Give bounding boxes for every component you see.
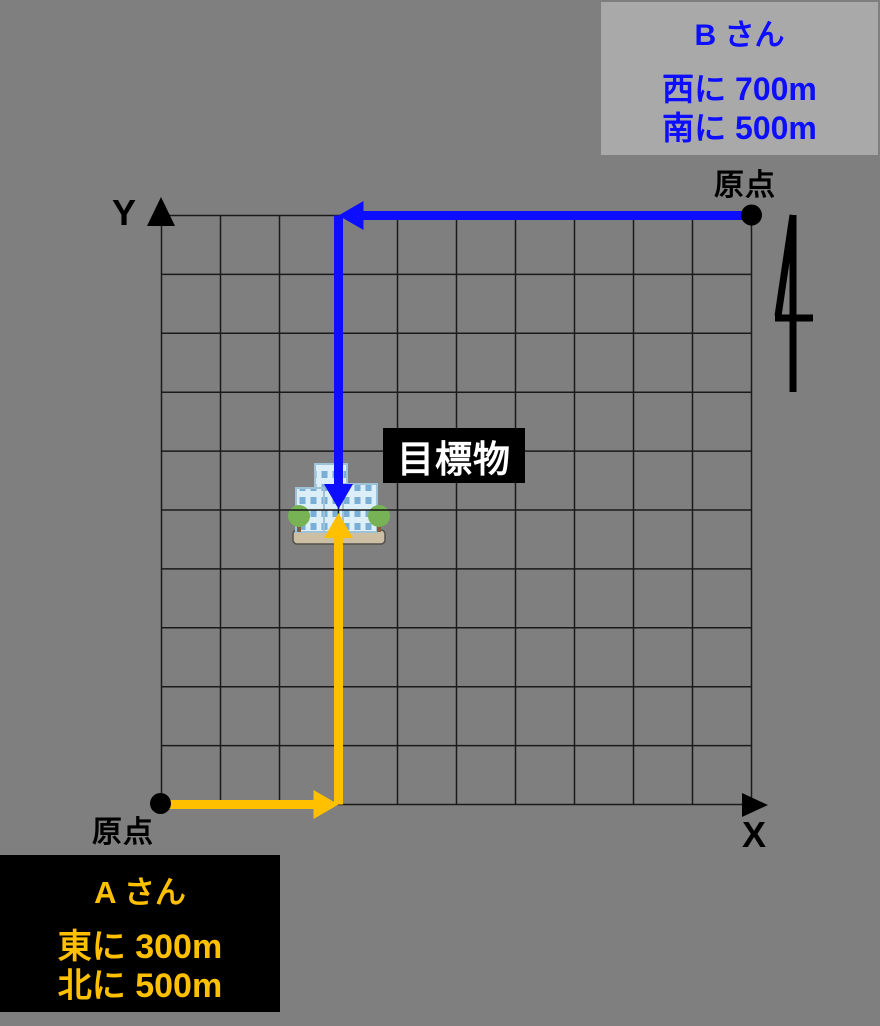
a-north-arrow-head <box>324 513 353 538</box>
a-east-arrow-head <box>313 790 339 819</box>
person-a-panel: A さん 東に 300m 北に 500m <box>0 855 280 1012</box>
person-a-moves: 東に 300m 北に 500m <box>58 928 222 1006</box>
target-label-box: 目標物 <box>383 428 525 483</box>
y-axis-label: Y <box>112 192 137 233</box>
origin-b-label: 原点 <box>714 169 776 202</box>
tree-trunk-left <box>297 524 301 532</box>
y-axis-arrow-icon <box>147 197 175 226</box>
person-b-move-west: 西に 700m <box>662 71 817 107</box>
target-label: 目標物 <box>397 438 511 480</box>
b-south-arrow-head <box>324 484 353 509</box>
person-a-move-north: 北に 500m <box>57 967 223 1006</box>
pen-stroke <box>774 214 797 317</box>
person-a-name: A さん <box>94 875 186 910</box>
origin-b-dot <box>741 204 762 226</box>
route-b-arrows <box>324 201 752 509</box>
numeral-4-pen-mark <box>774 214 813 392</box>
tree-right <box>368 505 390 527</box>
origin-a-label: 原点 <box>92 816 154 849</box>
route-a-arrows <box>161 513 353 819</box>
person-b-panel: B さん 西に 700m 南に 500m <box>601 2 878 155</box>
person-b-move-south: 南に 500m <box>662 110 817 147</box>
building-tower-right <box>342 483 378 533</box>
person-a-move-east: 東に 300m <box>57 928 223 966</box>
origin-a-dot <box>150 793 171 814</box>
x-axis-label: X <box>742 814 767 855</box>
person-b-moves: 西に 700m 南に 500m <box>662 70 817 148</box>
tree-left <box>288 505 310 527</box>
grid <box>160 214 753 806</box>
person-b-name: B さん <box>694 19 785 52</box>
tree-trunk-right <box>377 524 381 532</box>
b-west-arrow-head <box>338 201 364 230</box>
x-axis-arrow-icon <box>742 793 768 817</box>
